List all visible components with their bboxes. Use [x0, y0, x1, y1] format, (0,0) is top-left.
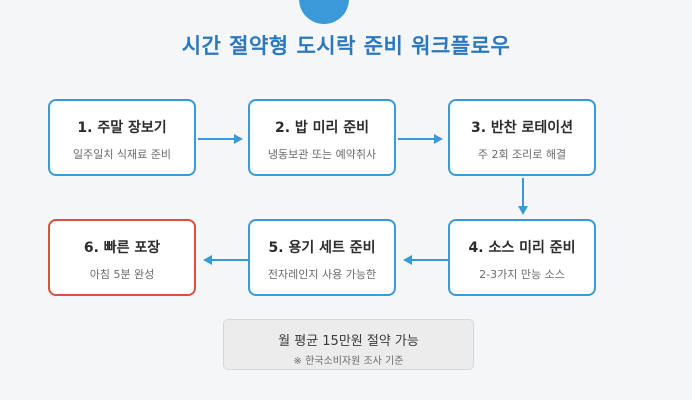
step-3-desc: 주 2회 조리로 해결 — [477, 148, 567, 161]
step-2-title: 2. 밥 미리 준비 — [274, 120, 370, 136]
header-circle-decoration — [299, 0, 349, 24]
step-3-box: 3. 반찬 로테이션 주 2회 조리로 해결 — [448, 99, 596, 176]
step-6-title: 6. 빠른 포장 — [83, 240, 161, 256]
step-4-box: 4. 소스 미리 준비 2-3가지 만능 소스 — [448, 219, 596, 296]
step-4-title: 4. 소스 미리 준비 — [468, 240, 576, 256]
arrow-down-icon — [518, 178, 528, 215]
step-1-desc: 일주일치 식재료 준비 — [72, 148, 172, 161]
step-2-box: 2. 밥 미리 준비 냉동보관 또는 예약취사 — [248, 99, 396, 176]
step-1-box: 1. 주말 장보기 일주일치 식재료 준비 — [48, 99, 196, 176]
step-3-title: 3. 반찬 로테이션 — [470, 120, 574, 136]
savings-note-main: 월 평균 15만원 절약 가능 — [278, 334, 419, 349]
step-6-desc: 아침 5분 완성 — [89, 268, 155, 281]
step-2-desc: 냉동보관 또는 예약취사 — [267, 148, 377, 161]
step-4-desc: 2-3가지 만능 소스 — [479, 268, 565, 281]
diagram-title: 시간 절약형 도시락 준비 워크플로우 — [181, 34, 511, 58]
arrow-left-icon — [203, 255, 248, 265]
arrow-right-icon — [198, 134, 243, 144]
step-5-box: 5. 용기 세트 준비 전자레인지 사용 가능한 — [248, 219, 396, 296]
step-6-box: 6. 빠른 포장 아침 5분 완성 — [48, 219, 196, 296]
arrow-left-icon — [403, 255, 448, 265]
savings-note-source: ※ 한국소비자원 조사 기준 — [293, 356, 404, 367]
step-5-desc: 전자레인지 사용 가능한 — [267, 268, 377, 281]
step-5-title: 5. 용기 세트 준비 — [268, 240, 376, 256]
step-1-title: 1. 주말 장보기 — [77, 120, 167, 136]
savings-note-box: 월 평균 15만원 절약 가능 ※ 한국소비자원 조사 기준 — [223, 319, 474, 370]
arrow-right-icon — [398, 134, 443, 144]
